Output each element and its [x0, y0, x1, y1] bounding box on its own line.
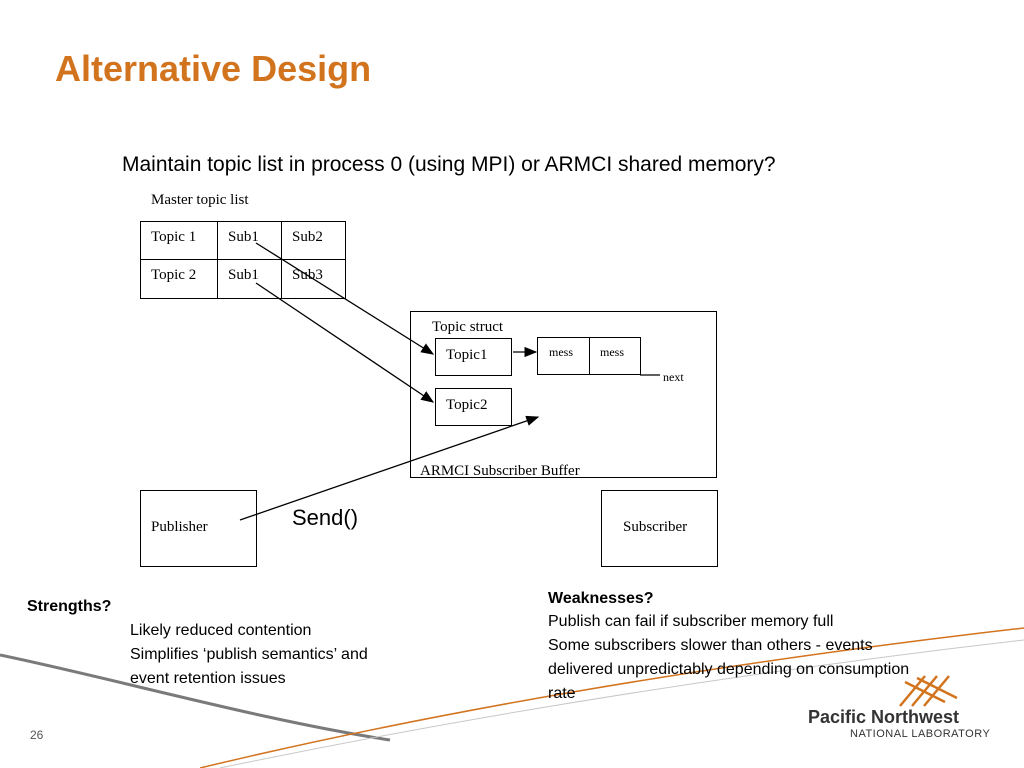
- message-cell-1: mess: [549, 345, 573, 359]
- page-number: 26: [30, 728, 44, 742]
- table-cell: Sub1: [218, 260, 282, 298]
- table-cell: Sub3: [292, 267, 323, 283]
- weaknesses-heading: Weaknesses?: [548, 590, 654, 607]
- logo-subname: NATIONAL LABORATORY: [850, 728, 991, 740]
- topic2-label: Topic2: [446, 397, 488, 413]
- pnnl-lattice-icon: [899, 675, 958, 707]
- table-cell: Sub1: [218, 222, 282, 260]
- slide-title: Alternative Design: [55, 48, 372, 89]
- subscriber-box: Subscriber: [601, 490, 718, 567]
- topic2-node: Topic2: [435, 388, 512, 426]
- message-divider: [589, 338, 590, 374]
- publisher-label: Publisher: [151, 519, 208, 535]
- list-item: Some subscribers slower than others - ev…: [548, 637, 873, 654]
- list-item: rate: [548, 685, 576, 702]
- table-cell: Topic 2: [141, 260, 218, 298]
- table-cell: Sub2: [282, 222, 345, 260]
- table-cell: Topic 1: [141, 222, 218, 260]
- weaknesses-list: Publish can fail if subscriber memory fu…: [548, 610, 909, 706]
- list-item: event retention issues: [130, 670, 286, 687]
- message-cell-2: mess: [600, 345, 624, 359]
- master-topic-table: Topic 1 Sub1 Sub2 Topic 2 Sub1 Sub3: [140, 221, 346, 299]
- slide-subtitle: Maintain topic list in process 0 (using …: [122, 153, 776, 176]
- list-item: delivered unpredictably depending on con…: [548, 661, 910, 678]
- strengths-heading: Strengths?: [27, 598, 112, 615]
- buffer-label: ARMCI Subscriber Buffer: [420, 463, 580, 479]
- strengths-list: Likely reduced contention Simplifies ‘pu…: [130, 619, 368, 691]
- next-pointer-label: next: [663, 370, 684, 384]
- subscriber-label: Subscriber: [623, 519, 688, 535]
- topic1-node: Topic1: [435, 338, 512, 376]
- arrow-sub1-to-topic2: [255, 282, 435, 403]
- topic1-label: Topic1: [446, 347, 488, 363]
- list-item: Publish can fail if subscriber memory fu…: [548, 613, 834, 630]
- message-list: mess mess: [537, 337, 641, 375]
- logo-name: Pacific Northwest: [808, 707, 960, 727]
- topic-struct-label: Topic struct: [432, 319, 504, 335]
- list-item: Simplifies ‘publish semantics’ and: [130, 646, 368, 663]
- master-topic-list-label: Master topic list: [151, 192, 249, 208]
- list-item: Likely reduced contention: [130, 622, 312, 639]
- publisher-box: Publisher: [140, 490, 257, 567]
- send-label: Send(): [292, 505, 359, 530]
